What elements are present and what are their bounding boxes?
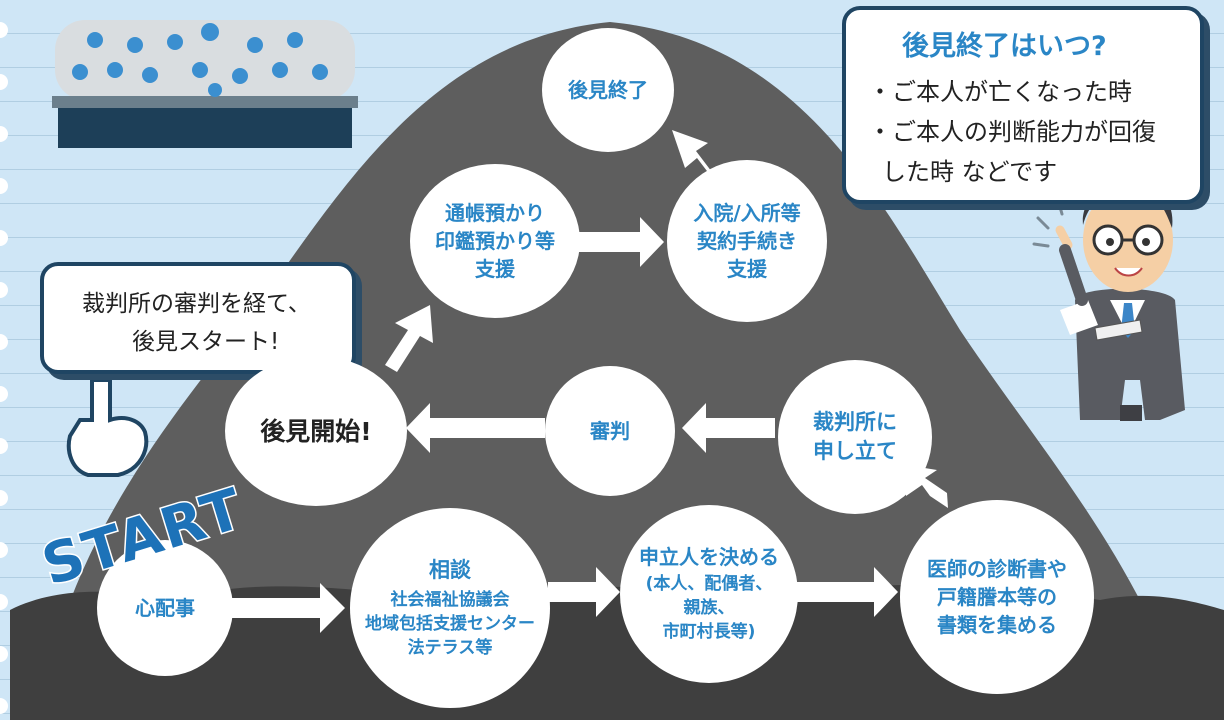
end-callout-line3: した時 などです [882, 158, 1058, 186]
node-nyuin: 入院/入所等 契約手続き 支援 [667, 160, 827, 322]
end-callout-title: 後見終了はいつ? [902, 31, 1107, 62]
end-callout-line1: ・ご本人が亡くなった時 [868, 78, 1132, 106]
node-moushitate: 裁判所に 申し立て [778, 360, 932, 514]
node-moushitatenin-line2: 親族、 [683, 598, 735, 619]
node-tsuchou-line3: 支援 [475, 257, 515, 281]
node-shorui-line1: 医師の診断書や [927, 557, 1067, 581]
node-kaishi-label: 後見開始! [260, 416, 372, 446]
node-tsuchou: 通帳預かり 印鑑預かり等 支援 [410, 164, 580, 318]
arrow-soudan-to-moushitatenin [548, 567, 620, 617]
arrow-shinpan-to-kaishi [406, 403, 545, 453]
node-shuuryou-label: 後見終了 [568, 78, 648, 102]
arrow-tsuchou-to-nyuin [578, 217, 664, 267]
flower-planter-illustration [52, 20, 358, 148]
node-soudan-line2: 地域包括支援センター [365, 613, 535, 634]
arrow-moushitate-to-shinpan [682, 403, 775, 453]
arrow-shinpai-to-soudan [232, 583, 345, 633]
node-nyuin-line3: 支援 [727, 257, 767, 281]
arrow-kaishi-to-tsuchou [385, 305, 433, 372]
arrow-nyuin-to-shuuryou [672, 130, 720, 188]
arrow-moushitatenin-to-shorui [793, 567, 898, 617]
node-tsuchou-line2: 印鑑預かり等 [435, 229, 555, 253]
node-shinpaigoto-label: 心配事 [135, 596, 195, 620]
node-soudan-line1: 社会福祉協議会 [390, 590, 510, 610]
node-moushitatenin: 申立人を決める (本人、配偶者、 親族、 市町村長等) [620, 505, 798, 683]
node-shuuryou: 後見終了 [542, 28, 674, 152]
node-nyuin-line2: 契約手続き [697, 229, 797, 253]
node-moushitatenin-line1: (本人、配偶者、 [645, 574, 773, 595]
node-shorui-line3: 書類を集める [937, 613, 1057, 637]
end-callout-box: 後見終了はいつ? ・ご本人が亡くなった時 ・ご本人の判断能力が回復 した時 など… [842, 6, 1204, 204]
flow-arrows [232, 130, 948, 633]
start-callout-box: 裁判所の審判を経て、 後見スタート! [40, 262, 356, 374]
node-shorui-line2: 戸籍謄本等の [937, 585, 1057, 609]
node-nyuin-line1: 入院/入所等 [693, 201, 801, 225]
node-shinpan: 審判 [545, 366, 675, 496]
binder-holes [0, 0, 10, 720]
node-moushitatenin-line3: 市町村長等) [662, 621, 756, 642]
node-moushitate-line2: 申し立て [813, 439, 897, 463]
node-shinpaigoto: 心配事 [97, 540, 233, 676]
end-callout-line2: ・ご本人の判断能力が回復 [868, 118, 1156, 146]
node-moushitate-line1: 裁判所に [813, 409, 897, 434]
start-callout-line1: 裁判所の審判を経て、 [82, 291, 311, 317]
node-shorui: 医師の診断書や 戸籍謄本等の 書類を集める [900, 500, 1094, 694]
node-soudan-title: 相談 [429, 557, 471, 582]
node-moushitatenin-title: 申立人を決める [639, 545, 779, 570]
node-tsuchou-line1: 通帳預かり [445, 201, 545, 225]
start-callout-line2: 後見スタート! [132, 329, 280, 355]
node-kaishi: 後見開始! [225, 356, 407, 506]
node-shinpan-label: 審判 [590, 419, 630, 443]
node-soudan: 相談 社会福祉協議会 地域包括支援センター 法テラス等 [350, 508, 550, 708]
node-soudan-line3: 法テラス等 [407, 637, 493, 658]
presenter-character-illustration [1032, 182, 1185, 421]
